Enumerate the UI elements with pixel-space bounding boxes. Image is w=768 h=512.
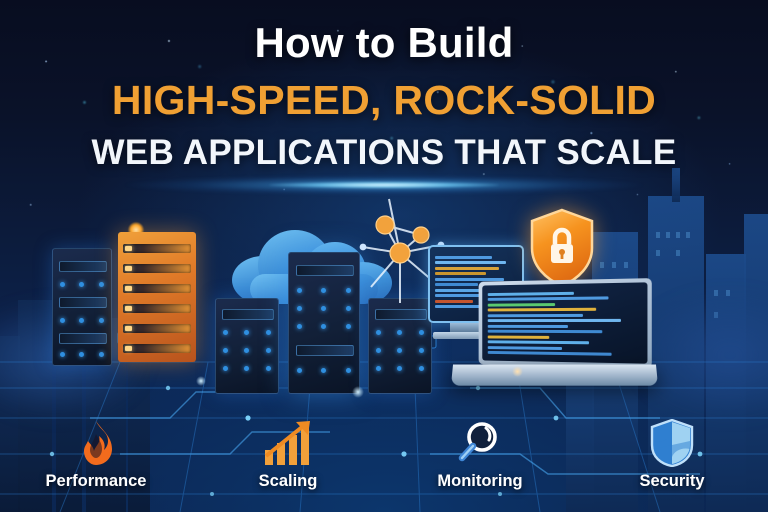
shield-icon xyxy=(650,418,694,468)
laptop-lid xyxy=(479,278,652,368)
title-line-3: WEB APPLICATIONS THAT SCALE xyxy=(0,135,768,170)
server-rack-blue-right xyxy=(368,298,432,394)
feature-row: Performance Scaling xyxy=(0,418,768,512)
glow-accent xyxy=(196,376,206,386)
server-rack-orange xyxy=(118,232,196,362)
illustration-scene xyxy=(0,190,768,420)
feature-label: Security xyxy=(639,472,704,491)
title-line-1: How to Build xyxy=(0,22,768,64)
feature-label: Performance xyxy=(46,472,147,491)
light-beam-core xyxy=(269,182,499,188)
laptop-code xyxy=(452,280,657,395)
flame-icon xyxy=(75,418,117,468)
feature-security[interactable]: Security xyxy=(576,418,768,512)
glow-accent xyxy=(352,386,364,398)
shield-padlock-icon xyxy=(528,208,596,288)
server-rack-back-left xyxy=(52,248,112,366)
feature-label: Monitoring xyxy=(437,472,522,491)
server-rack-blue-left xyxy=(215,298,279,394)
bar-chart-growth-icon xyxy=(263,418,313,468)
banner-title: How to Build HIGH-SPEED, ROCK-SOLID WEB … xyxy=(0,22,768,170)
title-line-2: HIGH-SPEED, ROCK-SOLID xyxy=(0,80,768,121)
glow-accent xyxy=(512,366,523,377)
magnifier-icon xyxy=(456,418,504,468)
feature-scaling[interactable]: Scaling xyxy=(192,418,384,512)
feature-performance[interactable]: Performance xyxy=(0,418,192,512)
feature-monitoring[interactable]: Monitoring xyxy=(384,418,576,512)
feature-label: Scaling xyxy=(259,472,318,491)
laptop-keyboard-deck xyxy=(451,365,658,386)
laptop-screen xyxy=(482,282,647,363)
